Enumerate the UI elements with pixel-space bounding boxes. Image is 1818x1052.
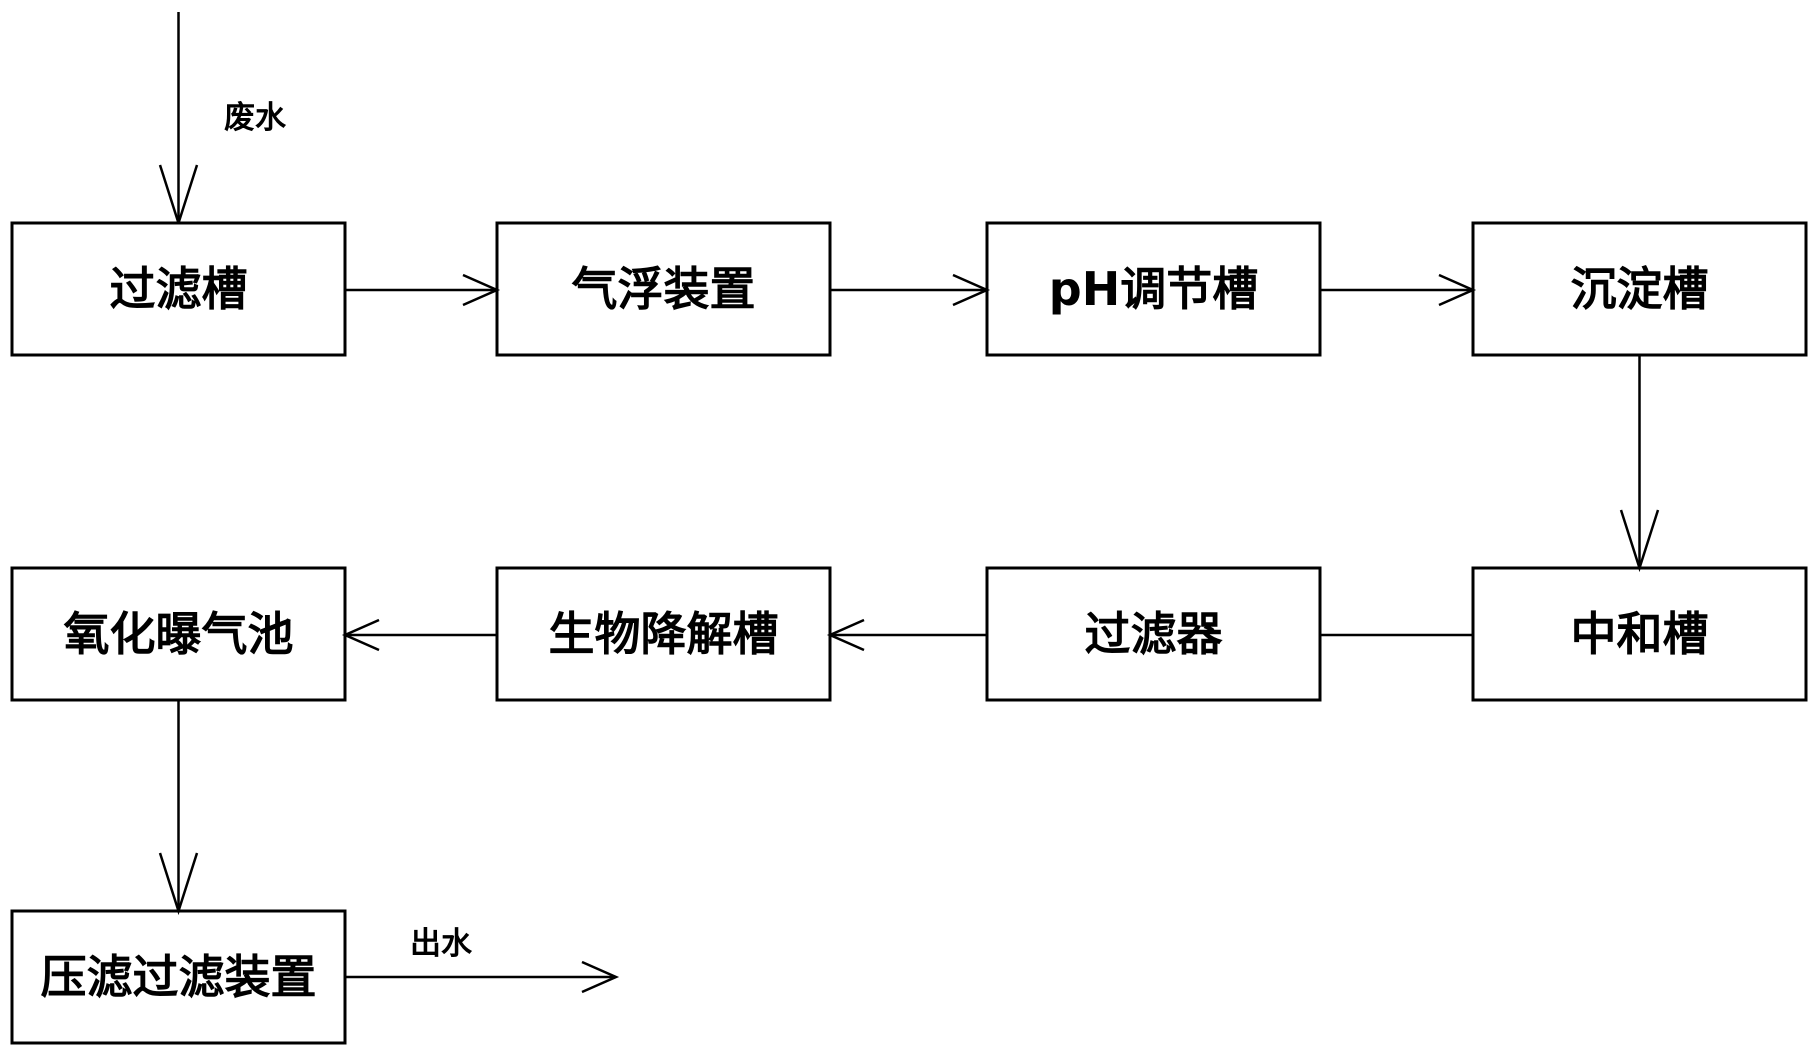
node-label: 中和槽 <box>1571 607 1709 661</box>
node-oxidation-aeration: 氧化曝气池 <box>10 566 347 702</box>
input-label: 废水 <box>224 100 287 136</box>
node-sedimentation: 沉淀槽 <box>1471 221 1808 357</box>
node-box <box>10 221 347 357</box>
node-air-flotation: 气浮装置 <box>495 221 832 357</box>
flow-edge-5-4 <box>341 618 497 652</box>
node-box <box>10 909 347 1045</box>
node-filter-tank: 过滤槽 <box>10 221 347 357</box>
node-biodegradation: 生物降解槽 <box>495 566 832 702</box>
input-arrow <box>158 12 199 228</box>
node-label: 过滤槽 <box>110 262 248 316</box>
node-ph-adjust: pH调节槽 <box>985 221 1322 357</box>
node-box <box>495 566 832 702</box>
flow-edge-arrowhead <box>952 273 991 307</box>
node-label: 生物降解槽 <box>549 607 779 661</box>
node-label: 氧化曝气池 <box>64 607 294 661</box>
node-label: pH调节槽 <box>1049 262 1258 316</box>
node-box <box>495 221 832 357</box>
node-filter: 过滤器 <box>985 566 1322 702</box>
flow-edge-arrowhead <box>158 852 199 916</box>
flow-edge-6-5 <box>826 618 987 652</box>
flow-edge-arrowhead <box>341 618 380 652</box>
node-press-filtration: 压滤过滤装置 <box>10 909 347 1045</box>
node-label: 气浮装置 <box>572 262 756 316</box>
flow-edge-arrowhead <box>826 618 865 652</box>
node-box <box>985 566 1322 702</box>
node-label: 过滤器 <box>1085 607 1224 661</box>
node-box <box>1471 566 1808 702</box>
node-label: 沉淀槽 <box>1571 262 1709 316</box>
flow-edge-arrowhead <box>1619 509 1660 573</box>
node-neutralization: 中和槽 <box>1471 566 1808 702</box>
output-label: 出水 <box>410 926 473 962</box>
output-arrow <box>345 960 620 994</box>
flow-edge-3-7 <box>1619 355 1660 573</box>
flow-edges <box>158 273 1660 916</box>
node-label: 压滤过滤装置 <box>41 950 317 1004</box>
flow-edge-arrowhead <box>1438 273 1477 307</box>
flow-edge-2-3 <box>1320 273 1477 307</box>
output-arrow-head <box>581 960 620 994</box>
flow-edge-4-8 <box>158 700 199 916</box>
flow-edge-arrowhead <box>462 273 501 307</box>
flow-edge-0-1 <box>345 273 501 307</box>
flow-edge-1-2 <box>830 273 991 307</box>
